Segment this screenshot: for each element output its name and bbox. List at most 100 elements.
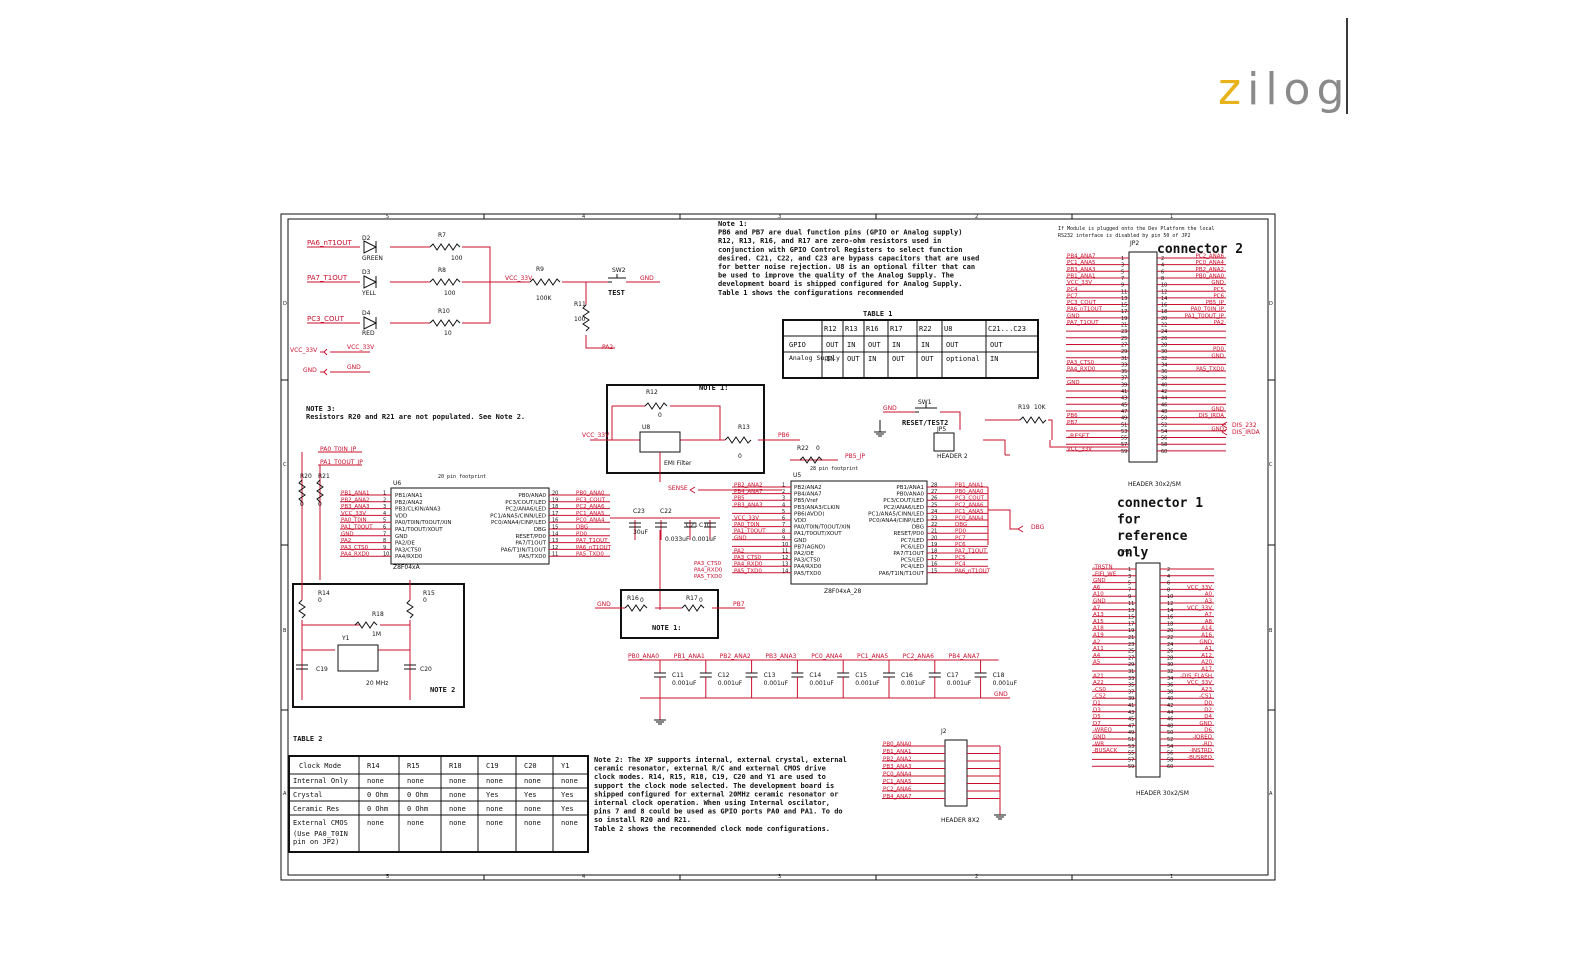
table1-cell: OUT (990, 341, 1003, 349)
u5-net-right: PC4 (955, 562, 966, 568)
jp1-net-left: -WR (1093, 741, 1104, 747)
table2-cell: Yes (561, 805, 574, 813)
jp2-pin-num: 1 (1121, 256, 1124, 262)
table2-title: TABLE 2 (293, 735, 323, 743)
r13-value: 0 (738, 453, 742, 460)
j2-header (944, 739, 968, 807)
table2-header: Clock Mode (299, 762, 341, 770)
u5-pin-name: PB0/ANA0 (896, 492, 924, 498)
jp1-pin-num: 32 (1167, 669, 1173, 675)
jp1-pin-num: 45 (1128, 717, 1134, 723)
gnd-port-net: GND (347, 364, 361, 371)
u6-pin-num: 3 (383, 504, 386, 510)
gnd-port: GND (303, 367, 317, 374)
jp1-pin-num: 58 (1167, 757, 1173, 763)
u5-pin-name: PA3/CTS0 (794, 558, 821, 564)
jp1-pin-num: 18 (1167, 621, 1173, 627)
r10-label: R10 (438, 308, 450, 315)
net-pa2-r11: PA2 (602, 344, 613, 351)
frame-col-bottom: 1 (1170, 874, 1173, 880)
jp1-pin-num: 43 (1128, 710, 1134, 716)
net-reset: -RESET (1068, 433, 1090, 440)
jp1-pin-num: 14 (1167, 608, 1173, 614)
jp2-net-left: PB4_ANA7 (1067, 254, 1096, 260)
note2-line: internal clock operation. When using Int… (594, 799, 830, 807)
u6-net-right: PA7_T1OUT (576, 538, 608, 544)
jp1-pin-num: 25 (1128, 649, 1134, 655)
frame-row-left: B (283, 628, 287, 634)
table1-cell: optional (946, 355, 980, 363)
jp1-pin-num: 24 (1167, 642, 1173, 648)
u6-pin-name: PA6/T1IN/T1OUT (501, 547, 547, 553)
note2-box (292, 583, 465, 708)
jp1-net-left: A5 (1093, 660, 1101, 666)
u6-pin-name: DBG (534, 527, 546, 533)
sheet-inner-frame (287, 218, 1269, 876)
u6-pin-name: GND (395, 534, 408, 540)
u5-pin-name: PA2/DE (794, 551, 814, 557)
jp2-pin-num: 51 (1121, 422, 1127, 428)
u5-pin-num: 1 (782, 483, 785, 489)
jp1-net-right: D6 (1204, 728, 1212, 734)
cap-value: 0.001uF (901, 680, 926, 687)
jp2-net-left: PB7 (1067, 420, 1078, 426)
table2-cell: 0 Ohm (407, 791, 428, 799)
u5-pin-num: 6 (782, 516, 785, 522)
jp1-pin-num: 12 (1167, 601, 1173, 607)
u6-pin-num: 9 (383, 545, 386, 551)
frame-row-right: D (1269, 301, 1273, 307)
jp1-net-right: A1 (1205, 646, 1212, 652)
u5-net-left: PA3_CTS0 (734, 555, 762, 561)
jp2-pin-num: 12 (1161, 289, 1167, 295)
u6-label: U6 (393, 480, 401, 487)
r17-value: 0 (699, 597, 703, 604)
u5-port-label: PA5_TXD0 (694, 574, 722, 580)
jp2-pin-num: 11 (1121, 289, 1127, 295)
frame-row-left: D (283, 301, 287, 307)
table2-cell: none (524, 777, 541, 785)
table2-cell: none (449, 791, 466, 799)
u6-pin-name: PB2/ANA2 (395, 500, 423, 506)
jp1-pin-num: 13 (1128, 608, 1134, 614)
jp1-pin-num: 9 (1128, 594, 1131, 600)
u6-pin-name: PA7/T1OUT (515, 541, 546, 547)
jp2-pin-num: 30 (1161, 349, 1167, 355)
table2-header: R15 (407, 762, 420, 770)
r12-value: 0 (658, 412, 662, 419)
u5-pin-num: 8 (782, 529, 785, 535)
net-vcc-r9: VCC_33V (505, 275, 533, 282)
jp2-pin-num: 29 (1121, 349, 1127, 355)
table2-header: R18 (449, 762, 462, 770)
u5-net-left: PB4_ANA7 (734, 489, 763, 495)
j2-footer: HEADER 8X2 (941, 817, 980, 824)
jp1-footer: HEADER 30x2/SM (1136, 790, 1189, 797)
u5-pin-name: PA0/T0IN/T0OUT/XIN (794, 525, 850, 531)
cap-symbol (699, 672, 712, 678)
jp1-pin-num: 21 (1128, 635, 1134, 641)
u5-footprint: 28 pin footprint (810, 466, 858, 472)
jp2-pin-num: 3 (1121, 263, 1124, 269)
jp-note-1: If Module is plugged onto the Dev Platfo… (1058, 226, 1215, 232)
jp1-pin-num: 33 (1128, 676, 1134, 682)
jp2-net-left: VCC_33V (1067, 446, 1092, 452)
u5-net-left: PA4_RXD0 (734, 562, 763, 568)
u5-net-left: GND (734, 535, 747, 541)
jp1-pin-num: 7 (1128, 587, 1131, 593)
u5-pin-num: 4 (782, 502, 785, 508)
cap-row: GNDPB0_ANA0C110.001uFPB1_ANA1C120.001uFP… (628, 653, 1018, 725)
j2-net: PB3_ANA3 (883, 764, 912, 770)
jp1-net-left: A18 (1093, 626, 1104, 632)
u6-pin-num: 12 (552, 545, 558, 551)
jp1-pin-num: 34 (1167, 676, 1173, 682)
jp2-pin-num: 53 (1121, 429, 1127, 435)
u6-pin-name: PB3/CLKIN/ANA3 (395, 507, 441, 513)
net-gnd-r16: GND (597, 601, 611, 608)
u6-pin-name: PA1/T0OUT/XOUT (395, 527, 443, 533)
jp2-net-right: GND (1211, 406, 1224, 412)
note1-line: Table 1 shows the configurations recomme… (718, 289, 903, 297)
jp1-net-left: A10 (1093, 592, 1104, 598)
table1-cell: IN (826, 355, 834, 363)
u5-section: U5 Z8F04xA_28 28 pin footprint PB2/ANA21… (694, 466, 1045, 595)
u6-pin-num: 13 (552, 538, 558, 544)
jp2-net-right: GND (1211, 353, 1224, 359)
